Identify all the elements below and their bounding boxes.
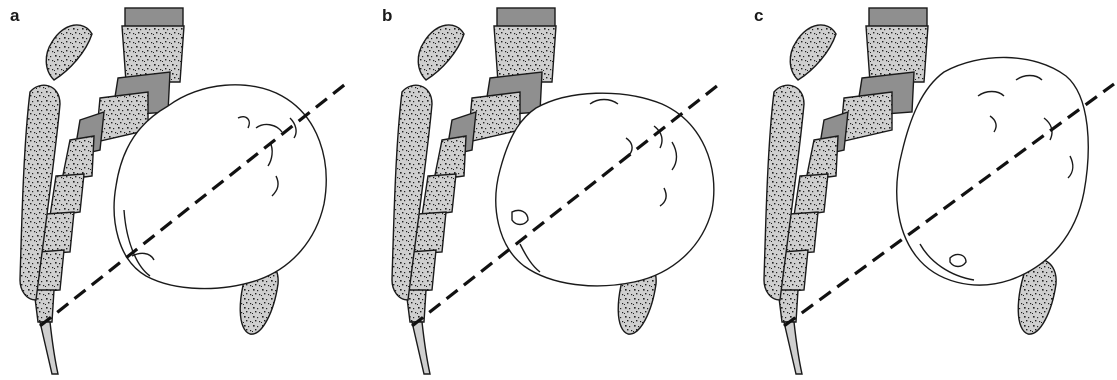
iliac-fragment — [46, 25, 92, 80]
panel-label: a — [10, 6, 19, 26]
coccyx-tip — [412, 322, 430, 374]
sacral-segment-3 — [50, 174, 84, 216]
lumbar-disc-top — [125, 8, 183, 28]
sacral-segment-3 — [794, 174, 828, 216]
coccyx-tip — [784, 322, 802, 374]
iliac-fragment — [790, 25, 836, 80]
panel-c: c — [744, 0, 1116, 380]
panel-label: b — [382, 6, 392, 26]
sacral-segment-2 — [62, 136, 94, 180]
lumbar-disc-top — [869, 8, 927, 28]
skull-outline — [496, 93, 714, 286]
coccyx-tip — [40, 322, 58, 374]
sacral-segment-3 — [422, 174, 456, 216]
fetal-head — [897, 57, 1088, 285]
fetal-head — [496, 93, 714, 286]
panel-a-drawing — [0, 0, 372, 380]
sacral-segment-2 — [806, 136, 838, 180]
panel-label: c — [754, 6, 763, 26]
panel-c-drawing — [744, 0, 1116, 380]
sacral-segment-2 — [434, 136, 466, 180]
panel-b-drawing — [372, 0, 744, 380]
iliac-fragment — [418, 25, 464, 80]
panel-b: b — [372, 0, 744, 380]
lumbar-disc-top — [497, 8, 555, 28]
panel-a: a — [0, 0, 372, 380]
